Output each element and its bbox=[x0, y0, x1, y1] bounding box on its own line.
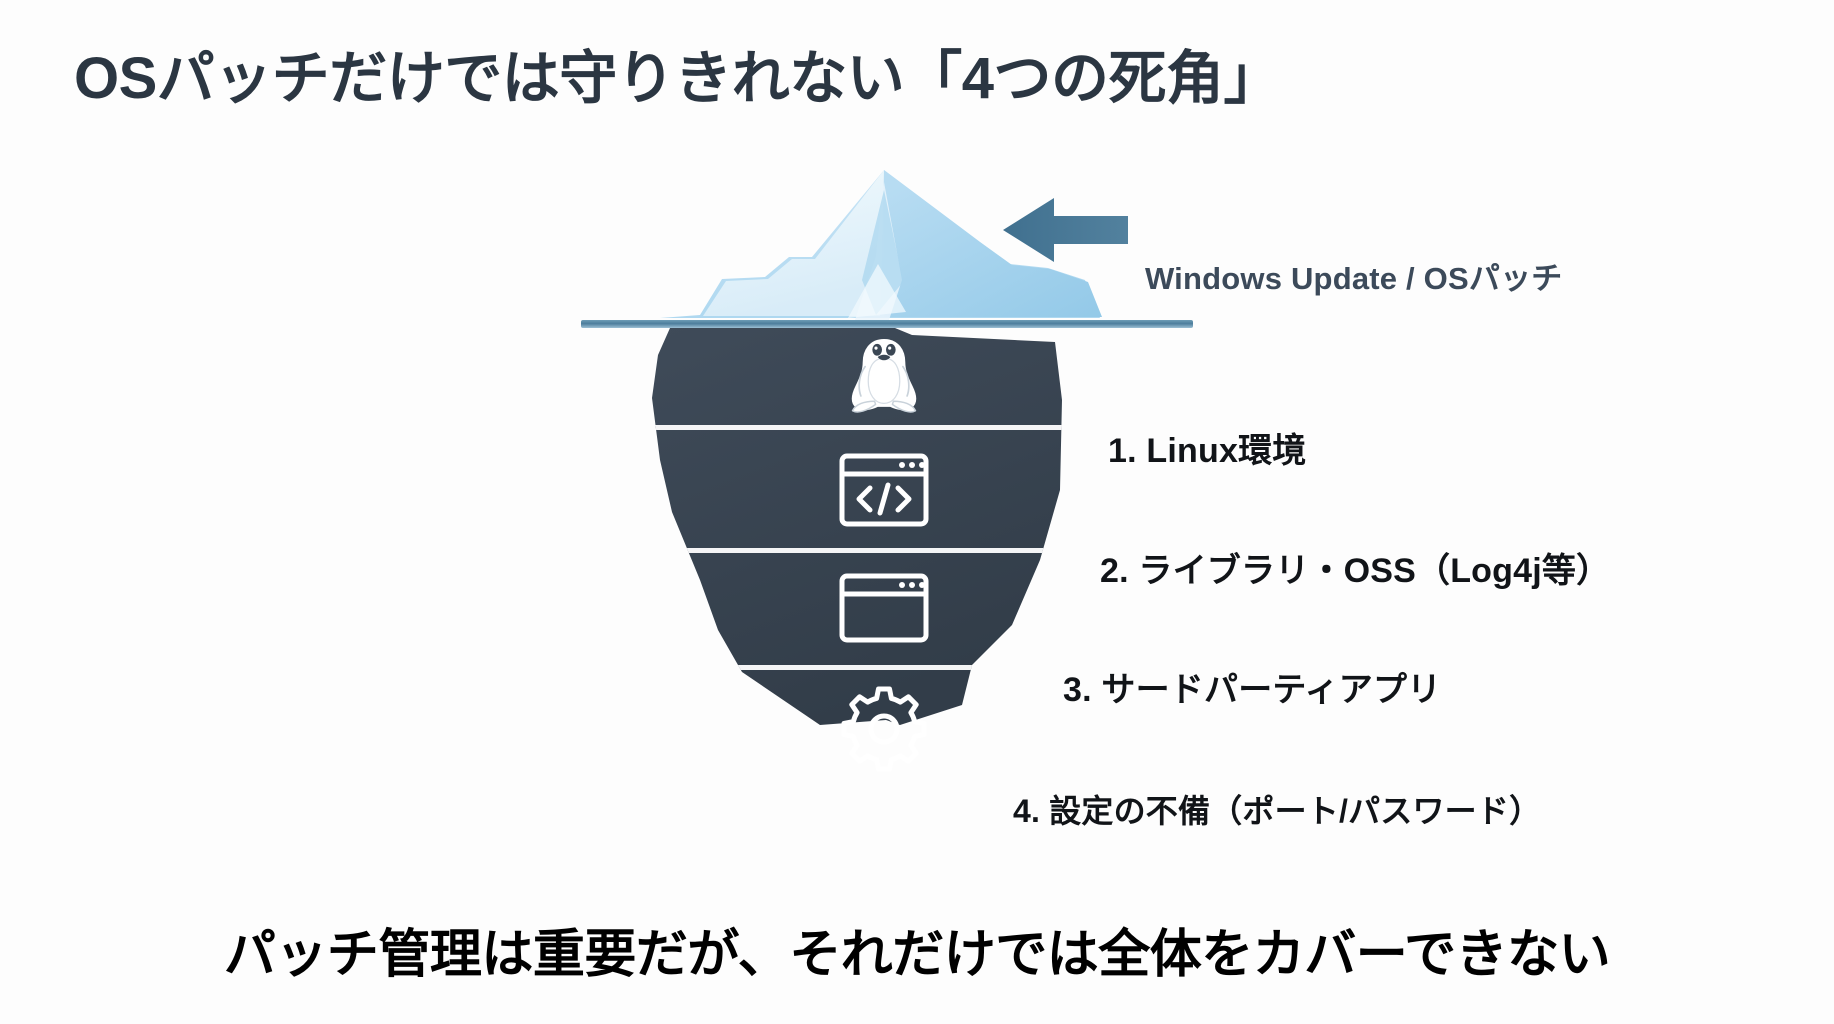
iceberg-diagram bbox=[0, 160, 1834, 870]
layer-label-thirdparty: 3. サードパーティアプリ bbox=[1063, 671, 1442, 709]
divider-1 bbox=[652, 425, 1062, 430]
waterline bbox=[581, 320, 1193, 328]
divider-2 bbox=[652, 548, 1062, 553]
code-window-icon bbox=[839, 453, 929, 527]
slide-caption: パッチ管理は重要だが、それだけでは全体をカバーできない bbox=[223, 926, 1611, 984]
layer-dividers bbox=[652, 425, 1062, 670]
iceberg-graphic bbox=[581, 170, 1193, 772]
iceberg-tip bbox=[660, 170, 1102, 320]
layer-label-libraries: 2. ライブラリ・OSS（Log4j等） bbox=[1100, 552, 1611, 590]
linux-penguin-icon bbox=[851, 338, 917, 413]
layer-label-linux: 1. Linux環境 bbox=[1108, 432, 1307, 470]
arrow-left-icon bbox=[1003, 198, 1128, 262]
divider-3 bbox=[652, 665, 1062, 670]
surface-annotation-label: Windows Update / OSパッチ bbox=[1145, 261, 1563, 296]
app-window-icon bbox=[839, 573, 929, 643]
layer-label-misconfiguration: 4. 設定の不備（ポート/パスワード） bbox=[1013, 793, 1542, 829]
page-title: OSパッチだけでは守りきれない「4つの死角」 bbox=[74, 46, 1282, 111]
gear-icon bbox=[841, 686, 927, 772]
